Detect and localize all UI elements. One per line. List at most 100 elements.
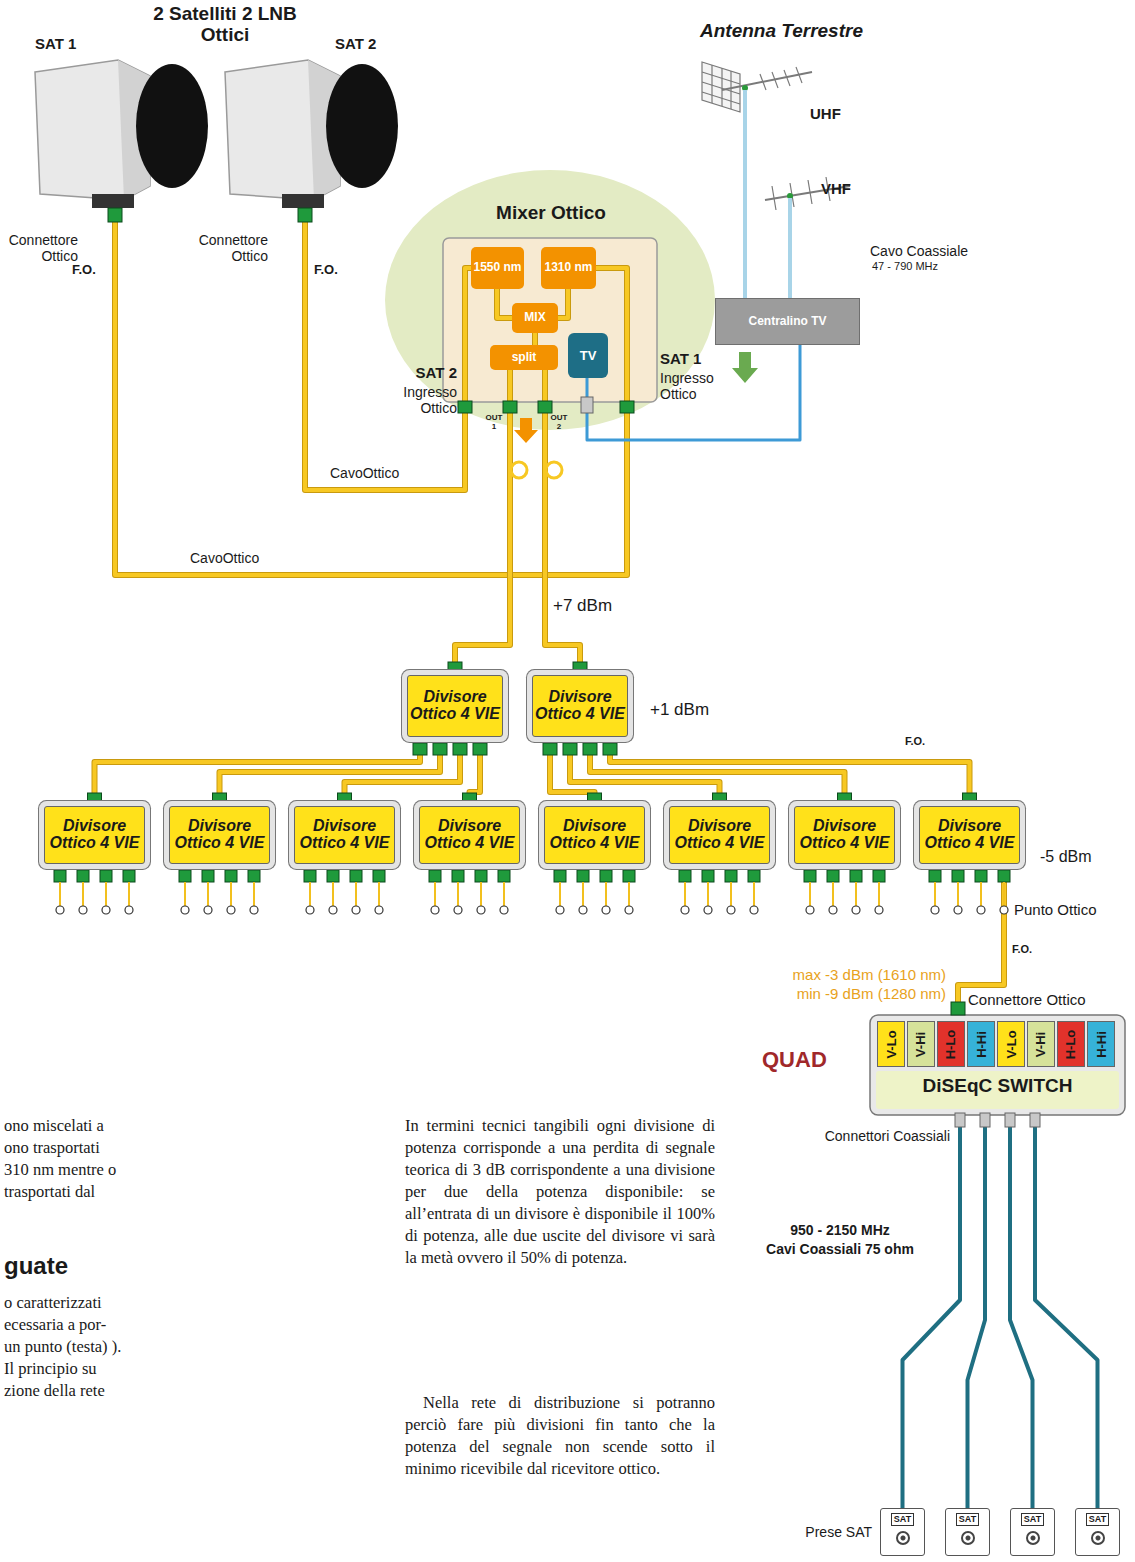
optical-point: [625, 906, 633, 914]
optical-point: [1000, 906, 1008, 914]
laser-block: 1310 nm: [541, 247, 596, 289]
optical-point: [250, 906, 258, 914]
annotation: max -3 dBm (1610 nm): [750, 966, 946, 983]
optical-splitter: Divisore Ottico 4 VIE: [419, 806, 520, 864]
cable-stroke: [558, 289, 568, 318]
fiber-coil: [511, 462, 527, 478]
annotation: Prese SAT: [780, 1524, 872, 1540]
band-cell: V-Hi: [1027, 1021, 1055, 1067]
optical-splitter: Divisore Ottico 4 VIE: [794, 806, 895, 864]
uhf-antenna-node: UHF: [700, 55, 850, 135]
cable-stroke: [532, 333, 538, 345]
split-block: split: [490, 345, 558, 370]
annotation: Antenna Terrestre: [700, 20, 863, 42]
coax-cable: [1010, 1115, 1033, 1508]
optical-port: [54, 870, 66, 882]
annotation: min -9 dBm (1280 nm): [750, 985, 946, 1002]
annotation: SAT 1: [660, 350, 701, 367]
node-text: SAT: [891, 1513, 914, 1526]
fiber-cable: [558, 289, 568, 318]
node-text: MIX: [524, 311, 545, 324]
fiber-drop: [332, 882, 334, 906]
tv-amplifier: Centralino TV: [715, 298, 860, 345]
fiber-drop: [59, 882, 61, 906]
optical-splitter: Divisore Ottico 4 VIE: [532, 675, 628, 737]
cable-stroke: [610, 737, 970, 806]
cable-stroke: [1035, 1115, 1098, 1508]
sat-socket: SAT: [945, 1508, 990, 1556]
optical-port: [850, 870, 862, 882]
coax-port: [1030, 1113, 1040, 1127]
node-text: SAT 2: [335, 35, 376, 52]
fiber-drop: [82, 882, 84, 906]
optical-port: [748, 870, 760, 882]
node-text: V-Hi: [1033, 1031, 1048, 1056]
fiber-drop: [207, 882, 209, 906]
fiber-cable: [545, 370, 580, 675]
coax-cable: [1035, 1115, 1098, 1508]
optical-port: [975, 870, 987, 882]
optical-port: [473, 743, 487, 755]
fiber-drop: [105, 882, 107, 906]
coax-port: [581, 397, 593, 413]
fiber-drop: [980, 882, 982, 906]
socket-hole: [1091, 1531, 1105, 1545]
optical-port: [713, 793, 727, 806]
band-cell: V-Hi: [907, 1021, 935, 1067]
fiber-drop: [309, 882, 311, 906]
optical-point: [306, 906, 314, 914]
cable-stroke: [115, 222, 627, 575]
fiber-coil: [546, 462, 562, 478]
cable-stroke: [545, 370, 580, 675]
coax-cable: [903, 1115, 961, 1508]
optical-point: [602, 906, 610, 914]
annotation: F.O.: [314, 262, 338, 277]
optical-point: [329, 906, 337, 914]
fiber-drop: [503, 882, 505, 906]
fiber-cable: [345, 737, 461, 806]
annotation: 950 - 2150 MHz: [740, 1222, 940, 1238]
cable-stroke: [533, 333, 537, 345]
optical-point: [477, 906, 485, 914]
optical-mixer: Mixer Ottico1550 nm1310 nmMIXsplitTV: [440, 200, 662, 415]
fiber-drop: [809, 882, 811, 906]
fiber-cable: [497, 289, 512, 318]
optical-point: [56, 906, 64, 914]
annotation: F.O.: [1012, 943, 1032, 955]
cable-stroke: [558, 289, 568, 318]
fiber-cable: [610, 737, 970, 806]
node-text: UHF: [810, 105, 841, 122]
optical-port: [225, 870, 237, 882]
coax-cable: [790, 220, 791, 298]
node-text: split: [512, 351, 537, 364]
node-text: SAT: [1021, 1513, 1044, 1526]
uhf-antenna: [702, 62, 812, 135]
optical-port: [448, 662, 462, 675]
coax-port: [955, 1113, 965, 1127]
signal-arrow: [732, 352, 758, 383]
fiber-drop: [378, 882, 380, 906]
cable-stroke: [968, 1115, 986, 1508]
node-text: V-Hi: [913, 1031, 928, 1056]
optical-point: [704, 906, 712, 914]
sat-socket: SAT: [1010, 1508, 1055, 1556]
mix-block: MIX: [512, 303, 558, 333]
band-cell: V-Lo: [997, 1021, 1025, 1067]
optical-point: [500, 906, 508, 914]
optical-port: [373, 870, 385, 882]
lnb-drawing: [225, 60, 398, 208]
optical-point: [431, 906, 439, 914]
fiber-drop: [707, 882, 709, 906]
optical-port: [963, 793, 977, 806]
node-text: Divisore Ottico 4 VIE: [170, 818, 269, 852]
fiber-drop: [684, 882, 686, 906]
optical-port: [804, 870, 816, 882]
cable-stroke: [590, 737, 845, 806]
optical-splitter: Divisore Ottico 4 VIE: [669, 806, 770, 864]
node-text: SAT 1: [35, 35, 76, 52]
sat-socket: SAT: [880, 1508, 925, 1556]
cable-stroke: [115, 222, 627, 575]
optical-port: [475, 870, 487, 882]
socket-hole: [1026, 1531, 1040, 1545]
